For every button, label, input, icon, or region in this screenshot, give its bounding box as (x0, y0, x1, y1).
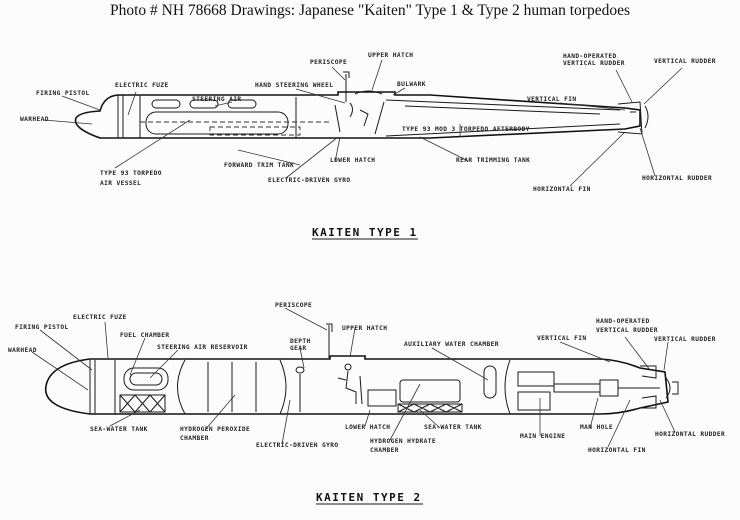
type2-torpedo-drawing (44, 323, 679, 415)
label-electric-fuse: ELECTRIC FUZE (73, 314, 127, 321)
type1-torpedo-drawing (74, 71, 649, 139)
label-hand-operated-rudder: HAND-OPERATED (563, 53, 617, 60)
type1-air-vessel (145, 111, 289, 135)
label-firing-pistol: FIRING PISTOL (36, 90, 90, 97)
label-warhead: WARHEAD (20, 116, 49, 123)
type1-forward-trim-tank (209, 126, 301, 136)
label-electric-fuse: ELECTRIC FUZE (115, 82, 169, 89)
label-hydrogen-peroxide-chamber: CHAMBER (180, 435, 209, 442)
label-upper-hatch: UPPER HATCH (342, 325, 387, 332)
type1-labels: PERISCOPE UPPER HATCH HAND-OPERATED VERT… (20, 52, 716, 193)
label-periscope: PERISCOPE (310, 59, 347, 66)
label-horizontal-rudder: HORIZONTAL RUDDER (642, 175, 712, 182)
label-vertical-fin: VERTICAL FIN (537, 335, 587, 342)
type2-sea-water-tank-aft (397, 403, 463, 413)
label-forward-trim-tank: FORWARD TRIM TANK (224, 162, 294, 169)
label-auxiliary-water-chamber: AUXILIARY WATER CHAMBER (404, 341, 499, 348)
label-hydrogen-peroxide-chamber: HYDROGEN PEROXIDE (180, 426, 250, 433)
type2-hydrogen-hydrate-chamber (399, 379, 461, 403)
label-hydrogen-hydrate-chamber: CHAMBER (370, 447, 399, 454)
label-sea-water-tank-aft: SEA-WATER TANK (424, 424, 482, 431)
type2-steering-air-reservoir (123, 367, 169, 391)
type2-auxiliary-water-chamber (483, 365, 497, 399)
type1-warhead-bulkhead (117, 95, 141, 138)
label-hand-operated-rudder: HAND-OPERATED (596, 318, 650, 325)
label-depth-gear: GEAR (290, 345, 307, 352)
type1-title: KAITEN TYPE 1 (312, 226, 418, 239)
type2-periscope (326, 323, 333, 358)
type1-leader-lines (43, 59, 683, 187)
label-hydrogen-hydrate-chamber: HYDROGEN HYDRATE (370, 438, 436, 445)
type2-warhead-bulkhead (89, 360, 116, 414)
label-hand-operated-rudder: VERTICAL RUDDER (596, 327, 658, 334)
type1-periscope (343, 71, 350, 102)
type1-hull (74, 91, 641, 139)
label-horizontal-rudder: HORIZONTAL RUDDER (655, 431, 725, 438)
label-vertical-rudder: VERTICAL RUDDER (654, 58, 716, 65)
label-periscope: PERISCOPE (275, 302, 312, 309)
label-firing-pistol: FIRING PISTOL (15, 324, 69, 331)
label-vertical-fin: VERTICAL FIN (527, 96, 577, 103)
label-manhole: MAN HOLE (580, 424, 613, 431)
label-electric-driven-gyro: ELECTRIC-DRIVEN GYRO (256, 442, 339, 449)
type2-sea-water-tank-fwd (119, 394, 166, 413)
label-electric-driven-gyro: ELECTRIC-DRIVEN GYRO (268, 177, 351, 184)
label-steering-air-reservoir: STEERING AIR RESERVOIR (157, 344, 248, 351)
type2-hull (44, 355, 669, 415)
type2-labels: PERISCOPE UPPER HATCH HAND-OPERATED VERT… (8, 302, 725, 454)
label-torpedo-afterbody: TYPE 93 MOD 3 TORPEDO AFTERBODY (402, 126, 530, 133)
label-fuel-chamber: FUEL CHAMBER (120, 332, 170, 339)
type1-steering-air-bottle (189, 99, 219, 109)
label-hand-operated-rudder: VERTICAL RUDDER (563, 60, 625, 67)
type2-pilot (295, 363, 363, 412)
label-air-vessel: TYPE 93 TORPEDO (100, 170, 162, 177)
type2-leader-lines (31, 307, 676, 448)
type1-pilot-compartment (334, 101, 385, 135)
type2-main-engine (517, 391, 551, 411)
label-upper-hatch: UPPER HATCH (368, 52, 413, 59)
type2-title: KAITEN TYPE 2 (316, 491, 422, 504)
type1-tail-fins (617, 101, 649, 135)
label-hand-steering-wheel: HAND STEERING WHEEL (255, 82, 333, 89)
label-horizontal-fin: HORIZONTAL FIN (533, 186, 591, 193)
label-vertical-rudder: VERTICAL RUDDER (654, 336, 716, 343)
label-sea-water-tank-forward: SEA-WATER TANK (90, 426, 148, 433)
label-bulwark: BULWARK (397, 81, 426, 88)
type2-equipment-box (367, 389, 397, 407)
label-horizontal-fin: HORIZONTAL FIN (588, 447, 646, 454)
label-steering-air: STEERING AIR (192, 96, 242, 103)
type1-steering-air-bottle (151, 99, 181, 109)
label-air-vessel: AIR VESSEL (100, 180, 141, 187)
type2-main-engine-top (517, 371, 555, 387)
type1-steering-air-bottle (227, 99, 257, 109)
type2-tail-fins (640, 365, 679, 409)
type2-peroxide-chamber (177, 359, 287, 415)
photo-caption: Photo # NH 78668 Drawings: Japanese "Kai… (109, 2, 631, 19)
label-depth-gear: DEPTH (290, 338, 311, 345)
type1-upper-hatch (354, 90, 383, 95)
label-lower-hatch: LOWER HATCH (345, 424, 390, 431)
label-warhead: WARHEAD (8, 347, 37, 354)
label-lower-hatch: LOWER HATCH (330, 157, 375, 164)
label-rear-trimming-tank: REAR TRIMMING TANK (456, 157, 530, 164)
label-main-engine: MAIN ENGINE (520, 433, 565, 440)
